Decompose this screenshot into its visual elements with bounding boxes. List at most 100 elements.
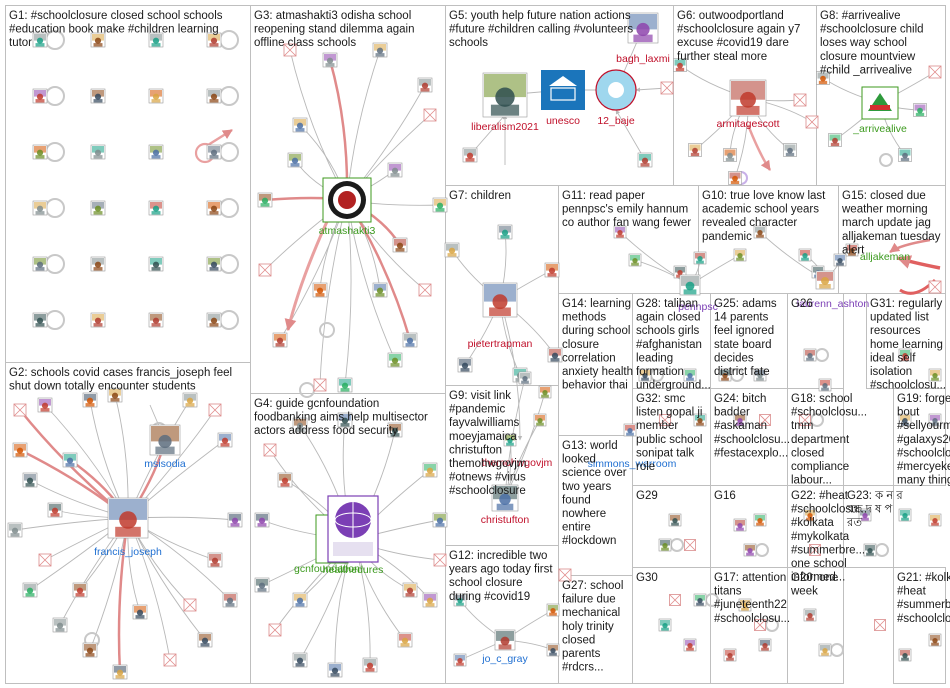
liberalism2021-avatar[interactable]: [482, 72, 528, 118]
vertex-avatar[interactable]: [858, 508, 872, 522]
g3-avatar[interactable]: [387, 352, 403, 368]
g1-avatar[interactable]: [32, 256, 48, 272]
g2-avatar[interactable]: [227, 512, 243, 528]
vertex-label-pennpsc[interactable]: pennpsc: [678, 301, 718, 313]
vertex-label--arrivealive[interactable]: _arrivealive: [852, 123, 907, 135]
vertex-avatar[interactable]: [457, 357, 473, 373]
vertex-avatar[interactable]: [898, 348, 912, 362]
missing-avatar-icon[interactable]: [183, 598, 197, 612]
g1-avatar[interactable]: [90, 312, 106, 328]
vertex-avatar[interactable]: [928, 368, 942, 382]
g1-avatar[interactable]: [206, 312, 222, 328]
missing-avatar-icon[interactable]: [874, 619, 886, 631]
vertex-avatar[interactable]: [928, 413, 942, 427]
vertex-avatar[interactable]: [538, 385, 552, 399]
vertex-avatar[interactable]: [718, 368, 732, 382]
g3-avatar[interactable]: [402, 332, 418, 348]
vertex-avatar[interactable]: [733, 248, 747, 262]
g2-avatar[interactable]: [217, 432, 233, 448]
g1-avatar[interactable]: [206, 200, 222, 216]
vertex-label-themohwgovjm[interactable]: themohwgovjm: [482, 457, 553, 469]
vertex-label-alljakeman[interactable]: alljakeman: [860, 251, 910, 263]
missing-avatar-icon[interactable]: [258, 263, 272, 277]
vertex-avatar[interactable]: [518, 371, 532, 385]
vertex-label-laurenn-ashton[interactable]: laurenn_ashton: [797, 298, 870, 310]
g4-avatar[interactable]: [254, 512, 270, 528]
g4-avatar[interactable]: [292, 592, 308, 608]
g4-avatar[interactable]: [254, 577, 270, 593]
g4-avatar[interactable]: [387, 422, 403, 438]
vertex-avatar[interactable]: [503, 433, 517, 447]
vertex-avatar[interactable]: [913, 103, 927, 117]
vertex-avatar[interactable]: [845, 243, 859, 257]
g1-avatar[interactable]: [90, 144, 106, 160]
g4-avatar[interactable]: [422, 462, 438, 478]
vertex-avatar[interactable]: [898, 508, 912, 522]
g2-avatar[interactable]: [207, 552, 223, 568]
vertex-avatar[interactable]: [628, 253, 642, 267]
vertex-avatar[interactable]: [898, 413, 912, 427]
g1-avatar[interactable]: [148, 144, 164, 160]
francis-joseph-avatar[interactable]: [107, 497, 149, 539]
g3-avatar[interactable]: [392, 237, 408, 253]
g2-avatar[interactable]: [82, 642, 98, 658]
vertex-avatar[interactable]: [733, 518, 747, 532]
g2-avatar[interactable]: [82, 392, 98, 408]
vertex-avatar[interactable]: [803, 608, 817, 622]
vertex-avatar[interactable]: [728, 171, 742, 185]
g3-avatar[interactable]: [257, 192, 273, 208]
vertex-label-christufton[interactable]: christufton: [481, 514, 530, 526]
vertex-avatar[interactable]: [453, 653, 467, 667]
bagh-laxmi-avatar[interactable]: [627, 12, 659, 44]
vertex-avatar[interactable]: [928, 633, 942, 647]
g3-avatar[interactable]: [287, 152, 303, 168]
g4-avatar[interactable]: [422, 592, 438, 608]
pietertrapman-avatar[interactable]: [482, 282, 518, 318]
vertex-avatar[interactable]: [753, 225, 767, 239]
vertex-label-12-baje[interactable]: 12_baje: [597, 115, 635, 127]
armitagescott-avatar[interactable]: [729, 79, 767, 117]
vertex-avatar[interactable]: [738, 598, 752, 612]
g4-avatar[interactable]: [292, 417, 308, 433]
g1-avatar[interactable]: [32, 312, 48, 328]
g1-avatar[interactable]: [148, 312, 164, 328]
laurenn-ashton-avatar[interactable]: [815, 270, 835, 290]
missing-avatar-icon[interactable]: [805, 115, 819, 129]
g2-avatar[interactable]: [47, 502, 63, 518]
missing-avatar-icon[interactable]: [13, 403, 27, 417]
g2-avatar[interactable]: [132, 604, 148, 620]
g1-avatar[interactable]: [32, 200, 48, 216]
g3-avatar[interactable]: [322, 52, 338, 68]
missing-avatar-icon[interactable]: [263, 443, 277, 457]
missing-avatar-icon[interactable]: [669, 594, 681, 606]
unesco-logo-icon[interactable]: [327, 495, 379, 563]
vertex-label-gcnfoundation[interactable]: gcnfoundation: [294, 563, 360, 575]
vertex-avatar[interactable]: [758, 638, 772, 652]
vertex-avatar[interactable]: [668, 513, 682, 527]
g1-avatar[interactable]: [90, 200, 106, 216]
vertex-avatar[interactable]: [683, 368, 697, 382]
vertex-avatar[interactable]: [753, 368, 767, 382]
missing-avatar-icon[interactable]: [283, 43, 297, 57]
g1-avatar[interactable]: [90, 256, 106, 272]
vertex-avatar[interactable]: [833, 253, 847, 267]
vertex-label-simmons-warroom[interactable]: simmons_warroom: [588, 458, 677, 470]
g1-avatar[interactable]: [32, 32, 48, 48]
g1-avatar[interactable]: [206, 88, 222, 104]
g3-avatar[interactable]: [417, 77, 433, 93]
vertex-avatar[interactable]: [658, 538, 672, 552]
g1-avatar[interactable]: [206, 256, 222, 272]
vertex-label-francis-joseph[interactable]: francis_joseph: [94, 546, 162, 558]
missing-avatar-icon[interactable]: [928, 65, 942, 79]
vertex-avatar[interactable]: [546, 603, 560, 617]
g2-avatar[interactable]: [12, 442, 28, 458]
vertex-label-msisodia[interactable]: msisodia: [144, 458, 186, 470]
missing-avatar-icon[interactable]: [660, 81, 674, 95]
vertex-avatar[interactable]: [818, 643, 832, 657]
g4-avatar[interactable]: [432, 512, 448, 528]
google-logo-icon[interactable]: [595, 69, 637, 111]
vertex-avatar[interactable]: [693, 413, 707, 427]
vertex-avatar[interactable]: [688, 143, 702, 157]
vertex-avatar[interactable]: [547, 347, 563, 363]
vertex-avatar[interactable]: [613, 225, 627, 239]
